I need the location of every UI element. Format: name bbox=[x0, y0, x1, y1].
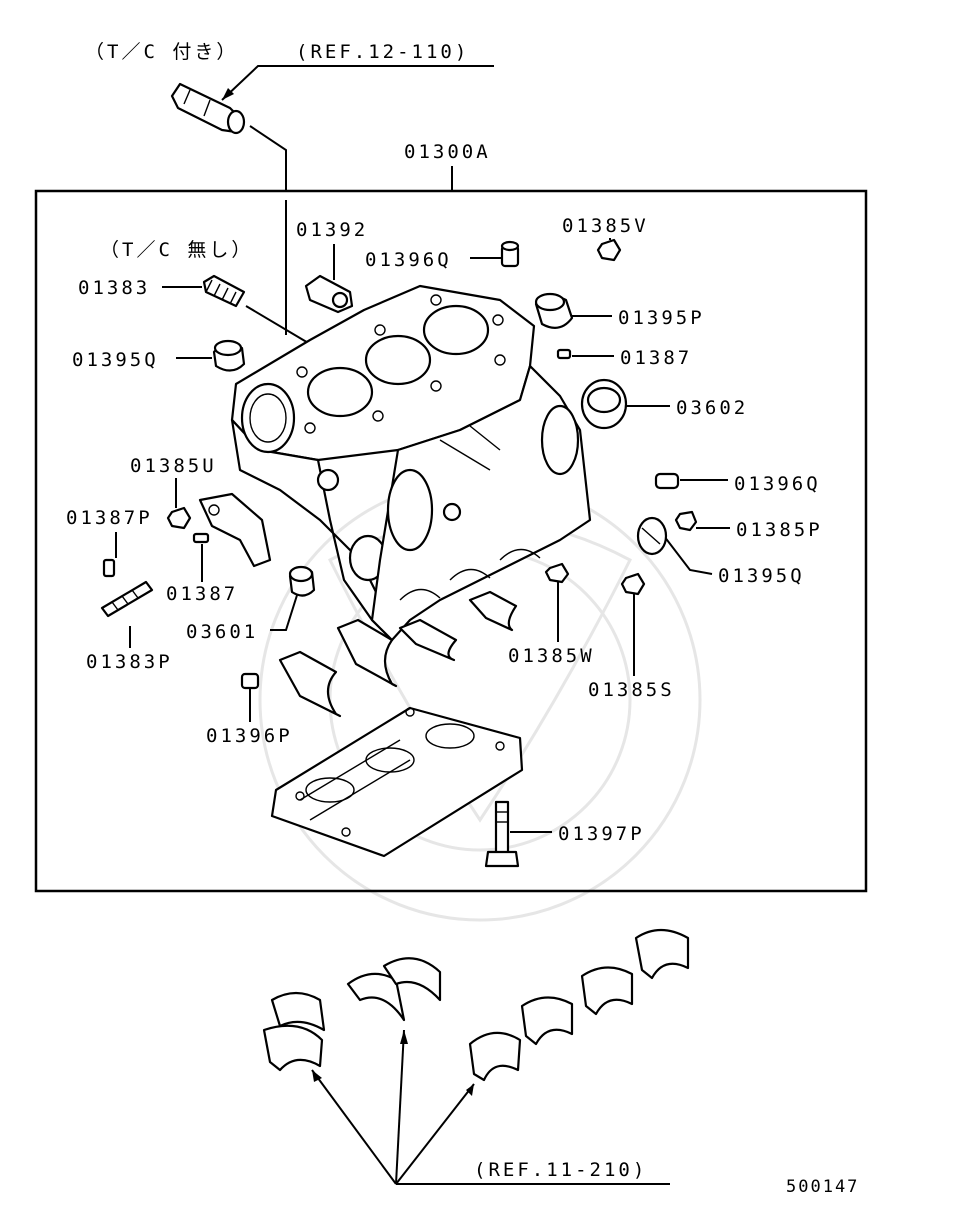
diagram-code: 500147 bbox=[786, 1177, 859, 1197]
ref-bottom-label[interactable]: (REF.11-210) bbox=[474, 1159, 647, 1181]
part-01392 bbox=[304, 274, 354, 314]
label-01396Q-top[interactable]: 01396Q bbox=[365, 249, 452, 271]
label-01385S[interactable]: 01385S bbox=[588, 679, 675, 701]
label-01387P[interactable]: 01387P bbox=[66, 507, 153, 529]
label-01392[interactable]: 01392 bbox=[296, 219, 368, 241]
label-01397P[interactable]: 01397P bbox=[558, 823, 645, 845]
part-01396Q-top bbox=[500, 240, 520, 268]
label-01385V[interactable]: 01385V bbox=[562, 215, 649, 237]
label-01383[interactable]: 01383 bbox=[78, 277, 150, 299]
assembly-label: 01300A bbox=[404, 141, 491, 163]
part-01385S bbox=[620, 572, 646, 596]
tc-with-note: （T／C 付き） bbox=[85, 41, 238, 63]
part-01383 bbox=[202, 274, 311, 345]
label-01395P[interactable]: 01395P bbox=[618, 307, 705, 329]
cylinder-block bbox=[198, 284, 592, 642]
part-01397P bbox=[484, 800, 520, 868]
part-01385V bbox=[596, 238, 622, 262]
label-01385P[interactable]: 01385P bbox=[736, 519, 823, 541]
part-01385U bbox=[166, 506, 192, 530]
part-01387P bbox=[102, 558, 116, 578]
label-01395Q-left[interactable]: 01395Q bbox=[72, 349, 159, 371]
tc-without-note: （T／C 無し） bbox=[100, 239, 253, 261]
part-01387-right bbox=[556, 348, 572, 360]
part-01396P bbox=[240, 672, 260, 690]
part-01396Q-right bbox=[654, 472, 680, 490]
part-03602 bbox=[580, 378, 628, 430]
part-01383P bbox=[100, 580, 154, 618]
label-03602[interactable]: 03602 bbox=[676, 397, 748, 419]
label-01383P[interactable]: 01383P bbox=[86, 651, 173, 673]
label-01387-left[interactable]: 01387 bbox=[166, 583, 238, 605]
ref-bottom-arrows bbox=[311, 1029, 670, 1185]
part-01385W bbox=[544, 562, 570, 584]
label-03601[interactable]: 03601 bbox=[186, 621, 258, 643]
part-01395P bbox=[534, 292, 574, 329]
part-03601 bbox=[288, 565, 316, 597]
label-01385U[interactable]: 01385U bbox=[130, 455, 217, 477]
label-01395Q-right[interactable]: 01395Q bbox=[718, 565, 805, 587]
part-01387-left bbox=[192, 532, 210, 544]
part-01395Q-left bbox=[212, 339, 246, 372]
part-01395Q-right bbox=[636, 516, 668, 556]
bearing-shells bbox=[262, 928, 690, 1082]
bearing-caps bbox=[278, 590, 518, 718]
label-01396P[interactable]: 01396P bbox=[206, 725, 293, 747]
bearing-ladder-frame bbox=[270, 706, 524, 858]
turbo-oil-pipe bbox=[170, 82, 246, 135]
ref-top-label[interactable]: (REF.12-110) bbox=[296, 41, 469, 63]
label-01385W[interactable]: 01385W bbox=[508, 645, 595, 667]
label-01396Q-right[interactable]: 01396Q bbox=[734, 473, 821, 495]
part-01385P bbox=[674, 510, 698, 532]
label-01387-right[interactable]: 01387 bbox=[620, 347, 692, 369]
